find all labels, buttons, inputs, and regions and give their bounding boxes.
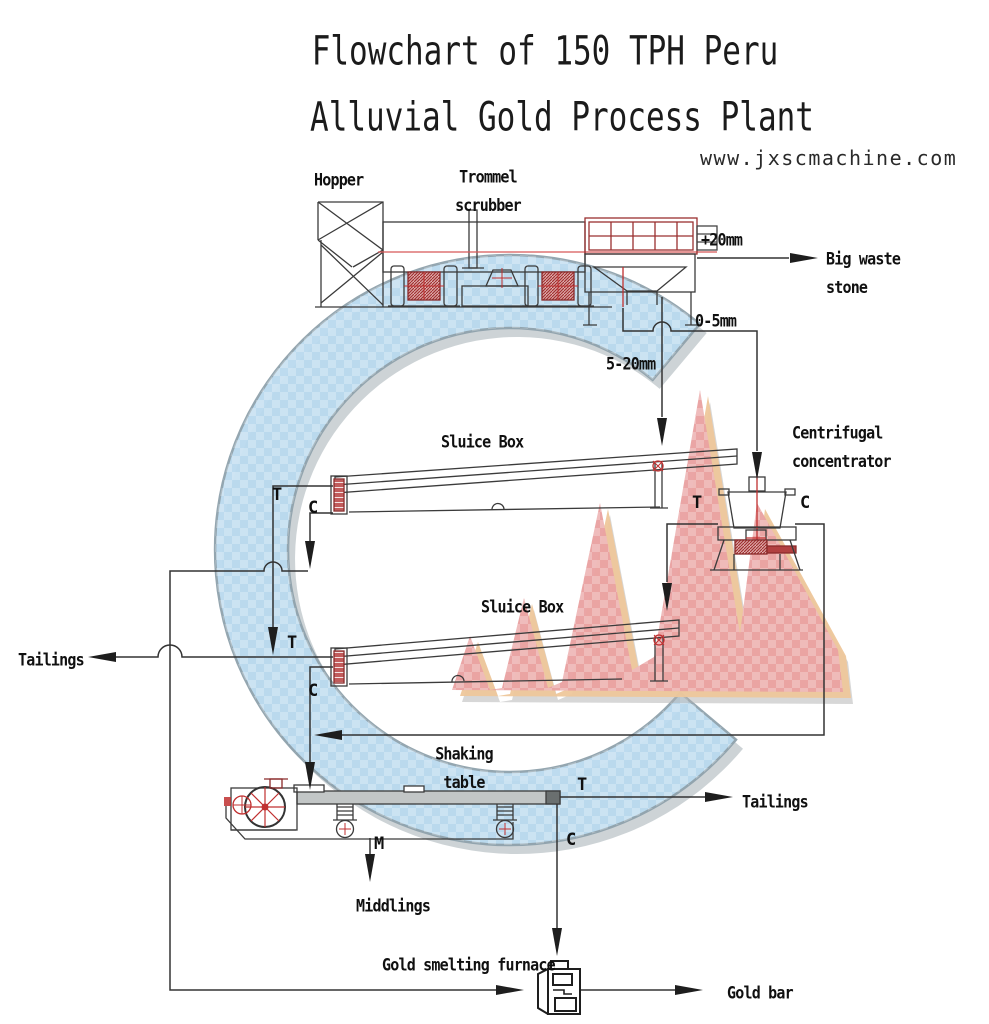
label-centrifugal-concentrator: Centrifugal concentrator (792, 419, 892, 476)
label-tailings-left: Tailings (18, 649, 85, 670)
label-sluice-box-1: Sluice Box (441, 431, 524, 452)
label-shaking-table: Shaking table (435, 740, 493, 797)
label-plus-20mm: +20mm (701, 229, 743, 250)
label-centrifugal-line1: Centrifugal (792, 422, 883, 443)
label-hopper: Hopper (314, 169, 364, 190)
arrow-conc-tailings (662, 583, 672, 611)
label-shaking-line2: table (443, 771, 485, 793)
arrow-conc-concentrate (314, 730, 342, 740)
sluice-box-2-drawing (330, 619, 680, 687)
sluice-box-1-drawing (330, 448, 738, 515)
label-centrifugal-line2: concentrator (792, 450, 892, 472)
arrow-tailings-left (88, 652, 116, 662)
label-shaking-line1: Shaking (435, 743, 493, 764)
flow-arrows (88, 253, 818, 995)
vibrating-screen-drawing (584, 217, 718, 255)
flow-lines (116, 257, 825, 991)
page-title-line1: Flowchart of 150 TPH Peru (311, 28, 779, 75)
arrow-table-feed (305, 762, 315, 790)
label-big-waste-stone: Big waste stone (826, 245, 901, 302)
letter-table-middlings: M (374, 834, 385, 854)
label-5-20mm: 5-20mm (606, 353, 656, 374)
label-middlings: Middlings (356, 895, 431, 916)
arrow-big-waste (790, 253, 818, 263)
centrifugal-concentrator-drawing (710, 474, 803, 571)
page-title-line2: Alluvial Gold Process Plant (310, 94, 814, 141)
letter-concentrator-tailings: T (692, 493, 703, 513)
label-trommel-line2: scrubber (455, 194, 522, 216)
arrow-table-tailings (705, 792, 733, 802)
letter-table-tailings: T (577, 775, 588, 795)
letter-sluice1-tailings: T (272, 485, 283, 505)
label-0-5mm: 0-5mm (695, 310, 737, 331)
discharge-box-drawing (583, 253, 699, 326)
shaking-table-drawing (224, 778, 561, 840)
trommel-scrubber-drawing (378, 209, 717, 307)
arrow-gold-bar (675, 985, 703, 995)
website-link[interactable]: www.jxscmachine.com (700, 146, 958, 170)
label-big-waste-line2: stone (826, 276, 868, 298)
letter-table-concentrate: C (566, 830, 577, 850)
letter-sluice2-tailings: T (287, 633, 298, 653)
arrow-sluice1-concentrate (305, 541, 315, 569)
letter-concentrator-concentrate: C (800, 493, 811, 513)
label-gold-smelting-furnace: Gold smelting furnace (382, 954, 556, 975)
label-big-waste-line1: Big waste (826, 248, 901, 269)
label-sluice-box-2: Sluice Box (481, 596, 564, 617)
arrow-to-furnace (496, 985, 524, 995)
arrow-table-concentrate (552, 928, 562, 956)
letter-sluice2-concentrate: C (308, 681, 319, 701)
arrow-sluice1-tailings (268, 627, 278, 655)
label-tailings-right: Tailings (742, 791, 809, 812)
letter-sluice1-concentrate: C (308, 498, 319, 518)
label-gold-bar: Gold bar (727, 982, 794, 1003)
label-trommel-scrubber: Trommel scrubber (455, 163, 522, 220)
arrow-5-20mm (657, 418, 667, 446)
label-trommel-line1: Trommel (459, 166, 517, 187)
furnace-icon (537, 960, 581, 1015)
arrow-middlings (365, 854, 375, 882)
arrow-0-5mm (752, 452, 762, 480)
